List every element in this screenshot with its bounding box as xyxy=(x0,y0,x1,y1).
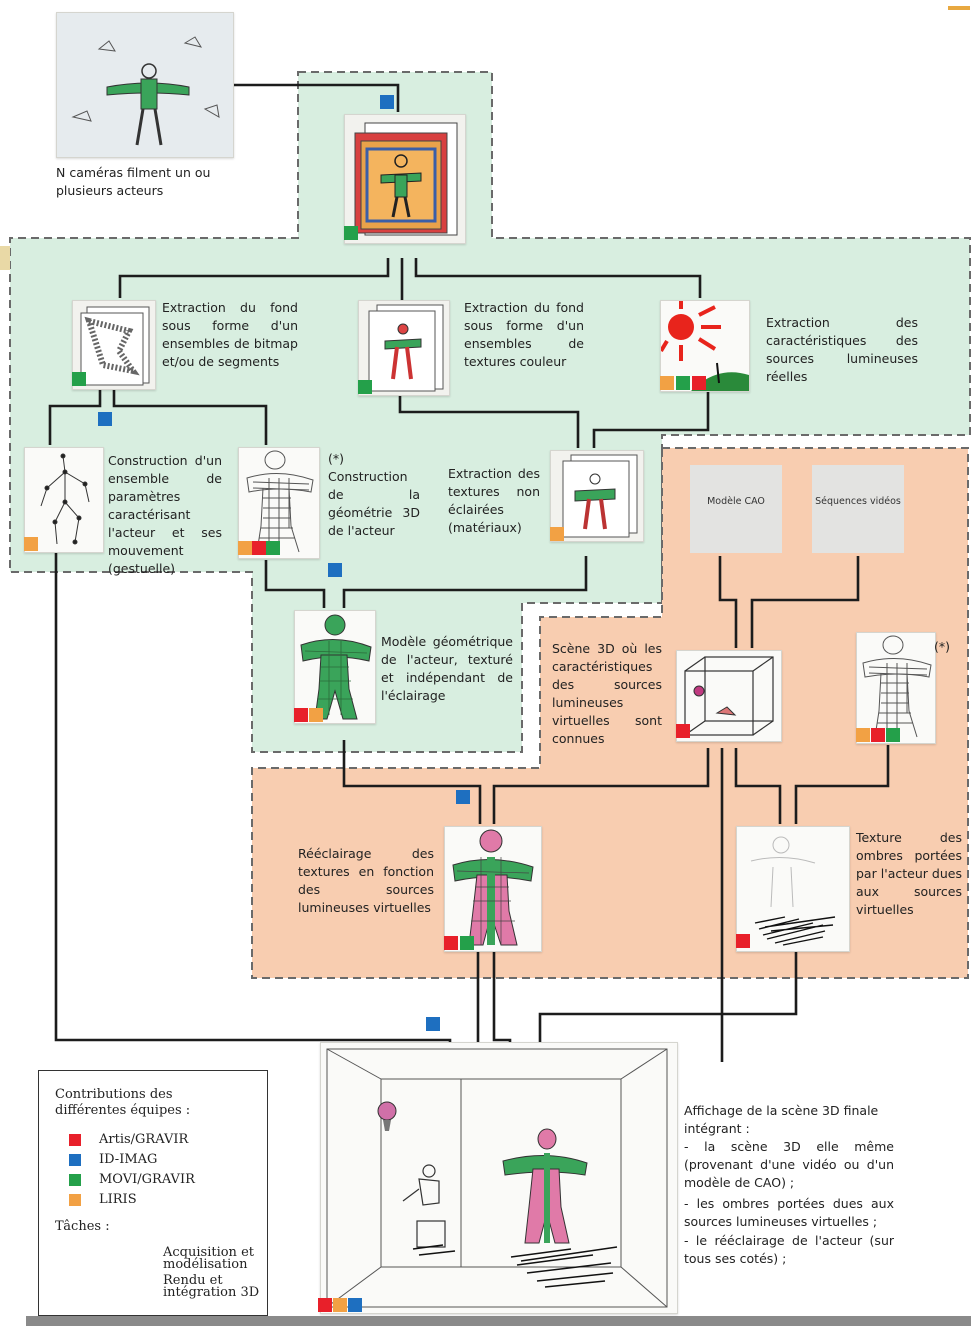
reeclairage-caption: Rééclairage des textures en fonction des… xyxy=(298,846,434,915)
bottom-bar xyxy=(26,1316,971,1326)
legend-team-movi: MOVI/GRAVIR xyxy=(99,1172,195,1187)
affichage-item-3: - le rééclairage de l'acteur (sur tous s… xyxy=(684,1233,894,1266)
legend-task-acquisition: Acquisition et modélisation xyxy=(163,1245,254,1272)
film-strip-image xyxy=(344,114,466,244)
lumineuses-reelles-caption: Extraction des caractéristiques des sour… xyxy=(766,315,918,384)
geometrie-marker: (*) xyxy=(328,451,345,466)
team-square-id-imag xyxy=(380,95,394,109)
team-square-id-imag xyxy=(98,412,112,426)
team-square-artis xyxy=(676,724,690,738)
legend-task-rendu: Rendu et intégration 3D xyxy=(163,1273,260,1300)
team-square-artis xyxy=(692,376,706,390)
legend-swatch-movi xyxy=(69,1174,81,1186)
modele-cao-label: Modèle CAO xyxy=(707,496,765,507)
team-square-id-imag xyxy=(456,790,470,804)
team-square-movi xyxy=(460,936,474,950)
team-square-liris xyxy=(550,527,564,541)
legend-team-id-imag: ID-IMAG xyxy=(99,1152,158,1167)
team-square-movi xyxy=(72,372,86,386)
parametres-caption: Construction d'un ensemble de paramètres… xyxy=(108,453,222,576)
team-square-artis xyxy=(318,1298,332,1312)
bitmap-caption: Extraction du fond sous forme d'un ensem… xyxy=(162,300,298,369)
team-square-id-imag xyxy=(328,563,342,577)
team-square-liris xyxy=(660,376,674,390)
legend-swatch-artis xyxy=(69,1134,81,1146)
team-square-liris xyxy=(309,708,323,722)
parametres-skeleton-image xyxy=(24,447,104,553)
legend-swatch-liris xyxy=(69,1194,81,1206)
final-scene-image xyxy=(320,1042,678,1314)
affichage-item-1: - la scène 3D elle même (provenant d'une… xyxy=(684,1139,894,1190)
sequences-video-card: Séquences vidéos xyxy=(812,465,904,553)
modele-geometrique-caption: Modèle géométrique de l'acteur, texturé … xyxy=(381,634,513,703)
modele-geometrique-image xyxy=(294,610,376,724)
team-square-movi xyxy=(886,728,900,742)
scene-3d-caption: Scène 3D où les caractéristiques des sou… xyxy=(552,641,662,746)
team-square-liris xyxy=(333,1298,347,1312)
textures-couleur-image xyxy=(358,300,450,396)
team-square-artis xyxy=(736,934,750,948)
modele-cao-card: Modèle CAO xyxy=(690,465,782,553)
non-eclairees-image xyxy=(550,450,644,542)
team-square-liris xyxy=(856,728,870,742)
team-square-artis xyxy=(252,541,266,555)
team-square-artis xyxy=(444,936,458,950)
ombres-caption: Texture des ombres portées par l'acteur … xyxy=(856,830,962,917)
ombres-image xyxy=(736,826,850,952)
cameras-caption: N caméras filment un ou plusieurs acteur… xyxy=(56,165,211,198)
legend-swatch-id-imag xyxy=(69,1154,81,1166)
geometrie-mesh-image xyxy=(238,447,320,559)
geometrie-caption: Construction de la géométrie 3D de l'act… xyxy=(328,469,420,538)
team-square-movi xyxy=(676,376,690,390)
cameras-sketch xyxy=(56,12,234,158)
legend-tasks-title: Tâches : xyxy=(55,1219,110,1234)
textures-couleur-caption: Extraction du fond sous forme d'un ensem… xyxy=(464,300,584,369)
non-eclairees-caption: Extraction des textures non éclairées (m… xyxy=(448,466,540,535)
legend-team-artis: Artis/GRAVIR xyxy=(99,1132,189,1147)
affichage-item-2: - les ombres portées dues aux sources lu… xyxy=(684,1196,894,1229)
team-square-movi xyxy=(344,226,358,240)
sequences-video-label: Séquences vidéos xyxy=(815,496,901,507)
team-square-liris xyxy=(24,537,38,551)
team-square-movi xyxy=(358,380,372,394)
team-square-artis xyxy=(294,708,308,722)
scene-3d-cube-image xyxy=(676,650,782,742)
legend-team-liris: LIRIS xyxy=(99,1192,137,1207)
team-square-liris xyxy=(238,541,252,555)
bitmap-image xyxy=(72,300,156,390)
team-square-id-imag xyxy=(426,1017,440,1031)
star-marker: (*) xyxy=(934,639,951,654)
affichage-title: Affichage de la scène 3D finale intégran… xyxy=(684,1103,879,1136)
legend-box: Contributions des différentes équipes : … xyxy=(38,1070,268,1316)
reeclairage-image xyxy=(444,826,542,952)
team-square-artis xyxy=(871,728,885,742)
team-square-id-imag xyxy=(348,1298,362,1312)
team-square-movi xyxy=(266,541,280,555)
legend-title: Contributions des différentes équipes : xyxy=(55,1087,191,1118)
